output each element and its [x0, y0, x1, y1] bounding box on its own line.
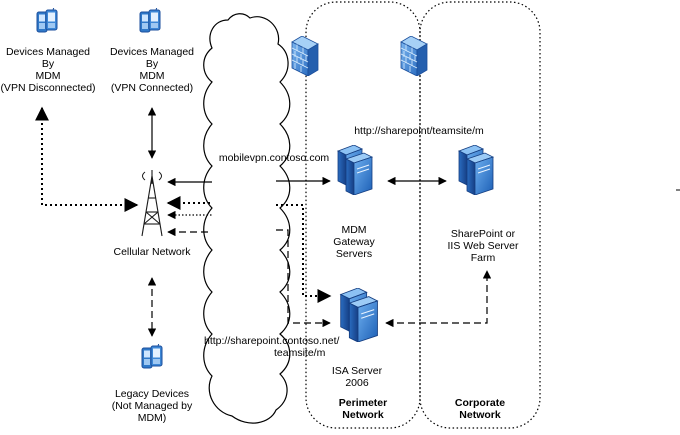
server-icon — [458, 145, 494, 195]
label-devices-vpn-connected: Devices Managed By MDM (VPN Connected) — [109, 46, 195, 94]
mobile-device-icon — [139, 8, 161, 33]
connection-vpn-disconnected — [35, 106, 139, 212]
firewall-icon — [291, 36, 319, 76]
label-cellular-network: Cellular Network — [113, 246, 191, 258]
label-external-url: http://sharepoint.contoso.net/ teamsite/… — [204, 335, 340, 359]
connection-isa-dotted — [276, 204, 332, 303]
mobile-device-icon — [36, 8, 58, 33]
label-sharepoint-farm: SharePoint or IIS Web Server Farm — [447, 228, 519, 264]
label-internal-url: http://sharepoint/teamsite/m — [354, 125, 484, 137]
cloud-icon — [203, 13, 291, 424]
server-icon — [340, 288, 378, 342]
connection-isa-sharepoint — [385, 270, 492, 328]
label-legacy-devices: Legacy Devices (Not Managed by MDM) — [111, 388, 193, 424]
firewall-icon — [400, 36, 428, 76]
corporate-network-zone — [419, 1, 541, 429]
label-corporate-network: Corporate Network — [454, 397, 506, 421]
label-devices-vpn-disconnected: Devices Managed By MDM (VPN Disconnected… — [0, 46, 96, 94]
label-vpn-host: mobilevpn.contoso.com — [218, 152, 330, 164]
server-icon — [337, 145, 373, 195]
label-isa-server: ISA Server 2006 — [331, 365, 383, 389]
mobile-device-icon — [141, 344, 163, 369]
connection-isa-dashed — [276, 229, 331, 328]
label-mdm-gateway: MDM Gateway Servers — [333, 224, 375, 260]
perimeter-network-zone — [305, 1, 421, 429]
label-perimeter-network: Perimeter Network — [338, 397, 388, 421]
cell-tower-icon — [141, 170, 163, 237]
